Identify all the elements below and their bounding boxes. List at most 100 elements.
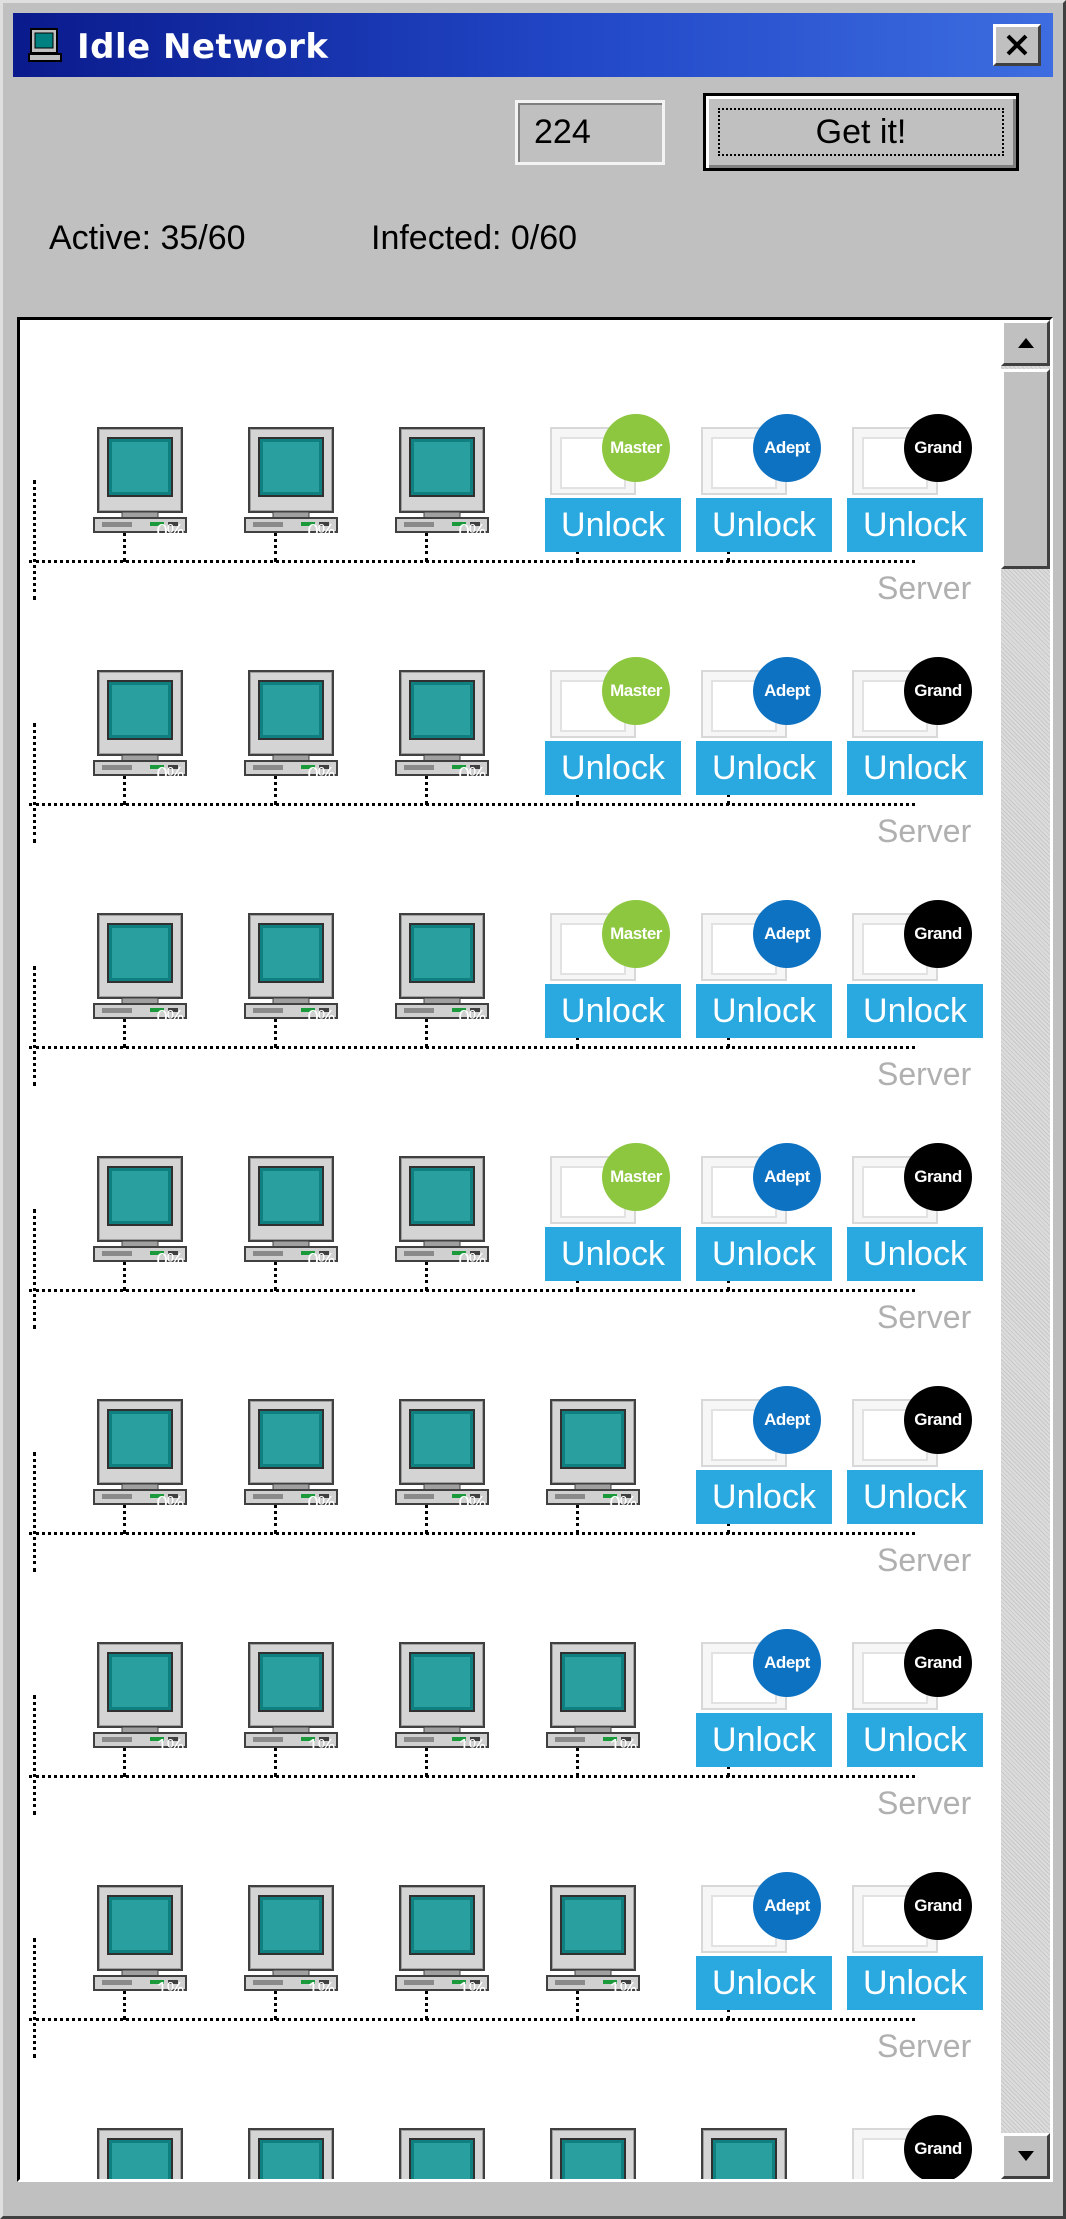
computer-node[interactable]: 1% bbox=[545, 1884, 641, 2001]
computer-node[interactable]: 0% bbox=[243, 1398, 339, 1515]
computer-slot: 0% bbox=[50, 350, 200, 593]
computer-slot: 0% bbox=[352, 1079, 502, 1322]
computer-node[interactable]: 0% bbox=[243, 912, 339, 1029]
progress-label: 0% bbox=[307, 1493, 336, 1515]
computer-slot: 0% bbox=[503, 1322, 653, 1565]
computer-icon bbox=[394, 1642, 490, 1753]
vertical-scrollbar[interactable] bbox=[1001, 320, 1050, 2179]
scroll-up-button[interactable] bbox=[1001, 320, 1050, 366]
unlock-button[interactable]: Unlock bbox=[696, 984, 832, 1038]
computer-node[interactable]: 1% bbox=[243, 1884, 339, 2001]
computer-node[interactable]: 1% bbox=[394, 1641, 490, 1758]
unlock-button[interactable]: Unlock bbox=[847, 1470, 983, 1524]
computer-slot: 1% bbox=[201, 1565, 351, 1808]
progress-label: 0% bbox=[307, 1007, 336, 1029]
unlock-button[interactable]: Unlock bbox=[545, 498, 681, 552]
computer-slot: 1% bbox=[201, 1808, 351, 2051]
computer-node[interactable]: 0% bbox=[243, 426, 339, 543]
computer-slot: 1% bbox=[503, 1808, 653, 2051]
computer-node[interactable]: 0% bbox=[394, 1398, 490, 1515]
progress-label: 1% bbox=[609, 1736, 638, 1758]
computer-node[interactable]: 0% bbox=[92, 669, 188, 786]
computer-node[interactable]: 0% bbox=[394, 669, 490, 786]
unlock-button[interactable]: Unlock bbox=[847, 1956, 983, 2010]
get-it-button[interactable]: Get it! bbox=[703, 93, 1019, 171]
computer-node[interactable]: 0% bbox=[92, 1398, 188, 1515]
server-label: Server bbox=[877, 1056, 972, 1092]
computer-slot: 1% bbox=[201, 2051, 351, 2179]
tier-badge-adept: Adept bbox=[753, 1143, 821, 1211]
computer-node[interactable]: 1% bbox=[394, 2127, 490, 2179]
server-label: Server bbox=[877, 1785, 972, 1821]
close-button[interactable] bbox=[993, 24, 1041, 66]
unlock-button[interactable]: Unlock bbox=[847, 1227, 983, 1281]
server-label: Server bbox=[877, 2028, 972, 2064]
unlock-button[interactable]: Unlock bbox=[545, 984, 681, 1038]
tier-badge-grand: Grand bbox=[904, 1872, 972, 1940]
arrow-down-icon bbox=[1017, 2151, 1034, 2161]
scroll-thumb[interactable] bbox=[1001, 369, 1050, 569]
unlock-button[interactable]: Unlock bbox=[696, 1713, 832, 1767]
computer-node[interactable]: 1% bbox=[243, 1641, 339, 1758]
computer-node[interactable]: 0% bbox=[243, 1155, 339, 1272]
computer-node[interactable]: 1% bbox=[92, 1641, 188, 1758]
unlock-button[interactable]: Unlock bbox=[545, 1227, 681, 1281]
computer-slot: 1% bbox=[503, 2051, 653, 2179]
focus-rectangle bbox=[718, 108, 1004, 156]
unlock-button[interactable]: Unlock bbox=[847, 741, 983, 795]
server-label: Server bbox=[877, 813, 972, 849]
computer-node[interactable]: 0% bbox=[394, 912, 490, 1029]
computer-node[interactable]: 1% bbox=[92, 1884, 188, 2001]
title-bar[interactable]: Idle Network bbox=[13, 13, 1053, 77]
computer-icon bbox=[394, 913, 490, 1024]
progress-label: 0% bbox=[609, 1493, 638, 1515]
network-bus-line bbox=[29, 1775, 915, 1778]
computer-node[interactable]: 0% bbox=[92, 426, 188, 543]
network-trunk-line bbox=[33, 1938, 36, 2058]
computer-node[interactable]: 1% bbox=[696, 2127, 792, 2179]
tier-badge-grand: Grand bbox=[904, 657, 972, 725]
progress-label: 1% bbox=[458, 1979, 487, 2001]
unlock-button[interactable]: Unlock bbox=[545, 741, 681, 795]
computer-node[interactable]: 0% bbox=[394, 1155, 490, 1272]
computer-slot: 1% bbox=[352, 2051, 502, 2179]
computer-node[interactable]: 1% bbox=[243, 2127, 339, 2179]
unlock-button[interactable]: Unlock bbox=[847, 498, 983, 552]
scroll-down-button[interactable] bbox=[1001, 2133, 1050, 2179]
unlock-button[interactable]: Unlock bbox=[847, 984, 983, 1038]
computer-node[interactable]: 1% bbox=[92, 2127, 188, 2179]
unlock-button[interactable]: Unlock bbox=[696, 1227, 832, 1281]
progress-label: 0% bbox=[156, 1007, 185, 1029]
currency-count-field[interactable]: 224 bbox=[515, 100, 665, 165]
computer-node[interactable]: 0% bbox=[92, 912, 188, 1029]
tier-badge-master: Master bbox=[602, 657, 670, 725]
progress-label: 0% bbox=[156, 521, 185, 543]
computer-node[interactable]: 0% bbox=[92, 1155, 188, 1272]
computer-icon bbox=[545, 1399, 641, 1510]
computer-slot: 0% bbox=[201, 1079, 351, 1322]
network-trunk-line bbox=[33, 480, 36, 600]
computer-node[interactable]: 0% bbox=[394, 426, 490, 543]
computer-node[interactable]: 1% bbox=[545, 1641, 641, 1758]
computer-icon bbox=[92, 1156, 188, 1267]
unlock-button[interactable]: Unlock bbox=[696, 1470, 832, 1524]
unlock-button[interactable]: Unlock bbox=[696, 498, 832, 552]
progress-label: 0% bbox=[307, 1250, 336, 1272]
computer-node[interactable]: 1% bbox=[545, 2127, 641, 2179]
unlock-button[interactable]: Unlock bbox=[847, 1713, 983, 1767]
computer-node[interactable]: 1% bbox=[394, 1884, 490, 2001]
network-trunk-line bbox=[33, 1209, 36, 1329]
unlock-button[interactable]: Unlock bbox=[696, 1956, 832, 2010]
computer-node[interactable]: 0% bbox=[243, 669, 339, 786]
computer-node[interactable]: 0% bbox=[545, 1398, 641, 1515]
unlock-button[interactable]: Unlock bbox=[696, 741, 832, 795]
